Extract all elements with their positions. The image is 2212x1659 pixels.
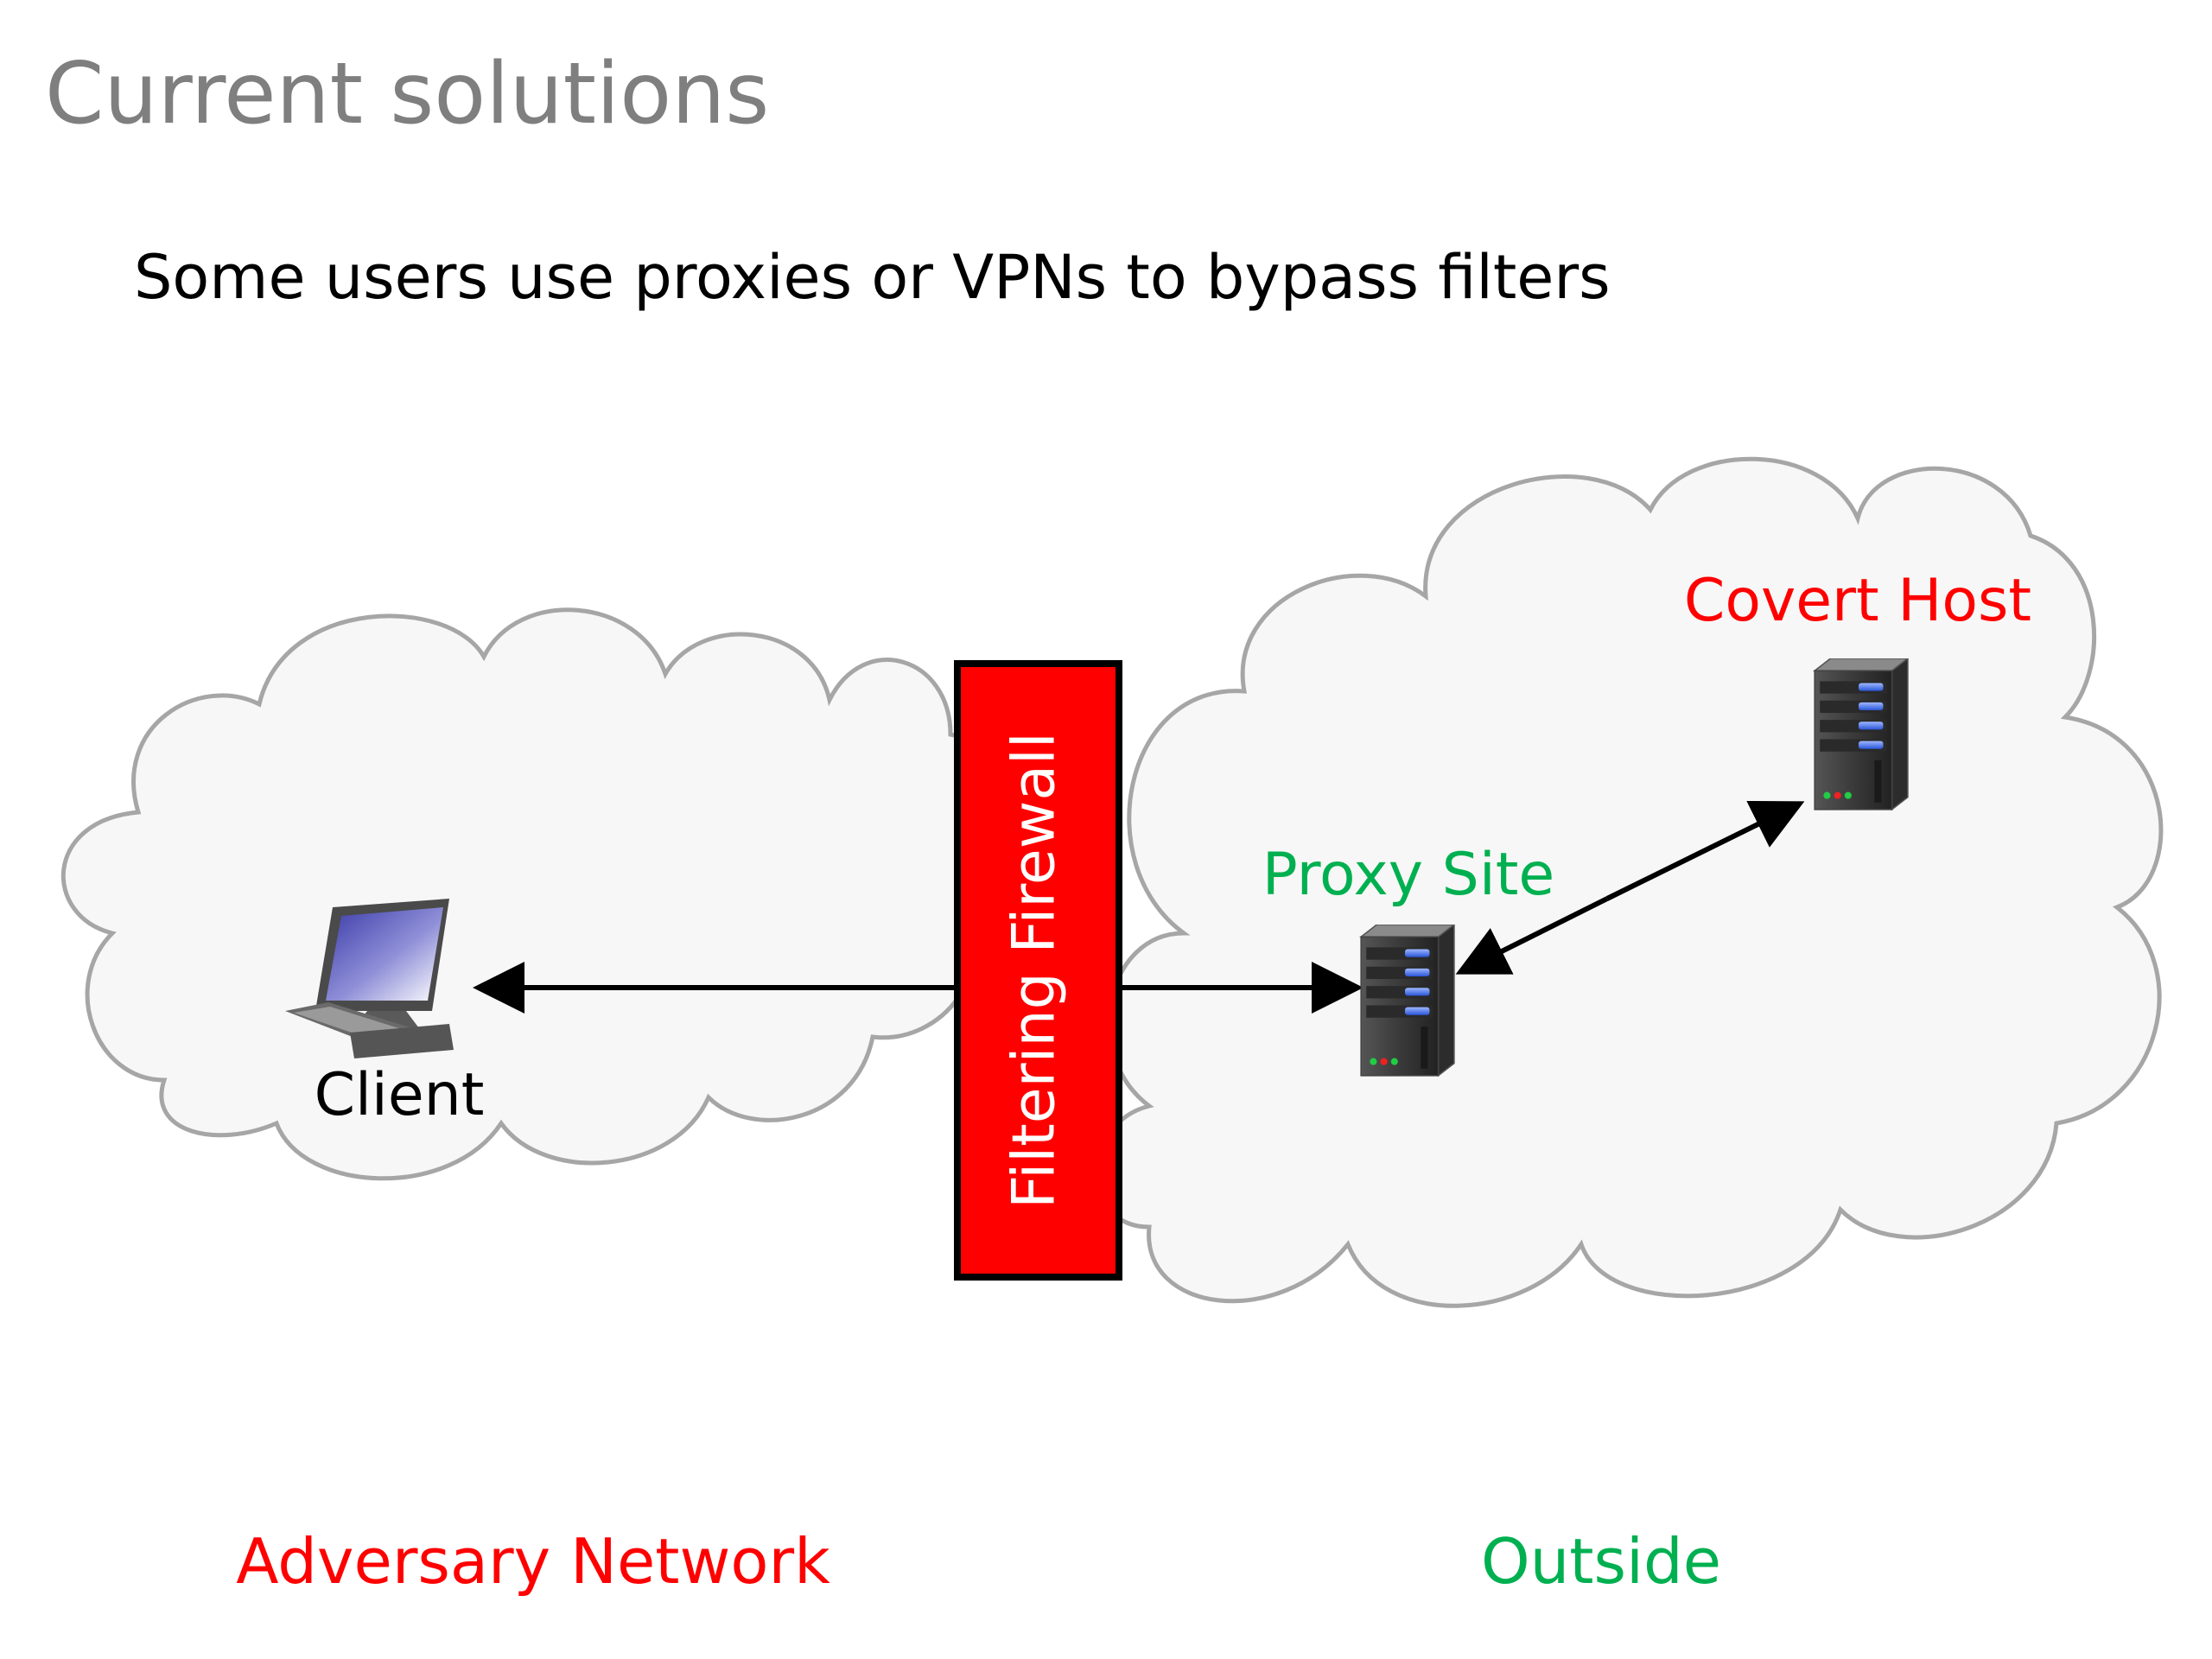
- slide-subtitle: Some users use proxies or VPNs to bypass…: [134, 242, 1611, 313]
- filtering-firewall: Filtering Firewall: [954, 660, 1122, 1281]
- slide-title: Current solutions: [45, 45, 770, 143]
- proxy-covert-arrow-a: [1605, 800, 1805, 901]
- outside-label: Outside: [1481, 1525, 1721, 1598]
- covert-label: Covert Host: [1684, 567, 2031, 635]
- proxy-site: Proxy Site: [1262, 841, 1554, 1077]
- proxy-label: Proxy Site: [1262, 841, 1554, 909]
- client-computer: Client: [285, 899, 484, 1129]
- adversary-network-label: Adversary Network: [236, 1525, 830, 1598]
- firewall-label: Filtering Firewall: [1001, 732, 1069, 1209]
- covert-host: Covert Host: [1684, 567, 2031, 810]
- proxy-covert-arrow-b: [1455, 896, 1609, 975]
- computer-icon: [285, 899, 454, 1058]
- server-icon: [1814, 658, 1909, 810]
- adversary-cloud: [60, 607, 1022, 1181]
- client-label: Client: [315, 1061, 485, 1129]
- server-icon: [1360, 925, 1455, 1077]
